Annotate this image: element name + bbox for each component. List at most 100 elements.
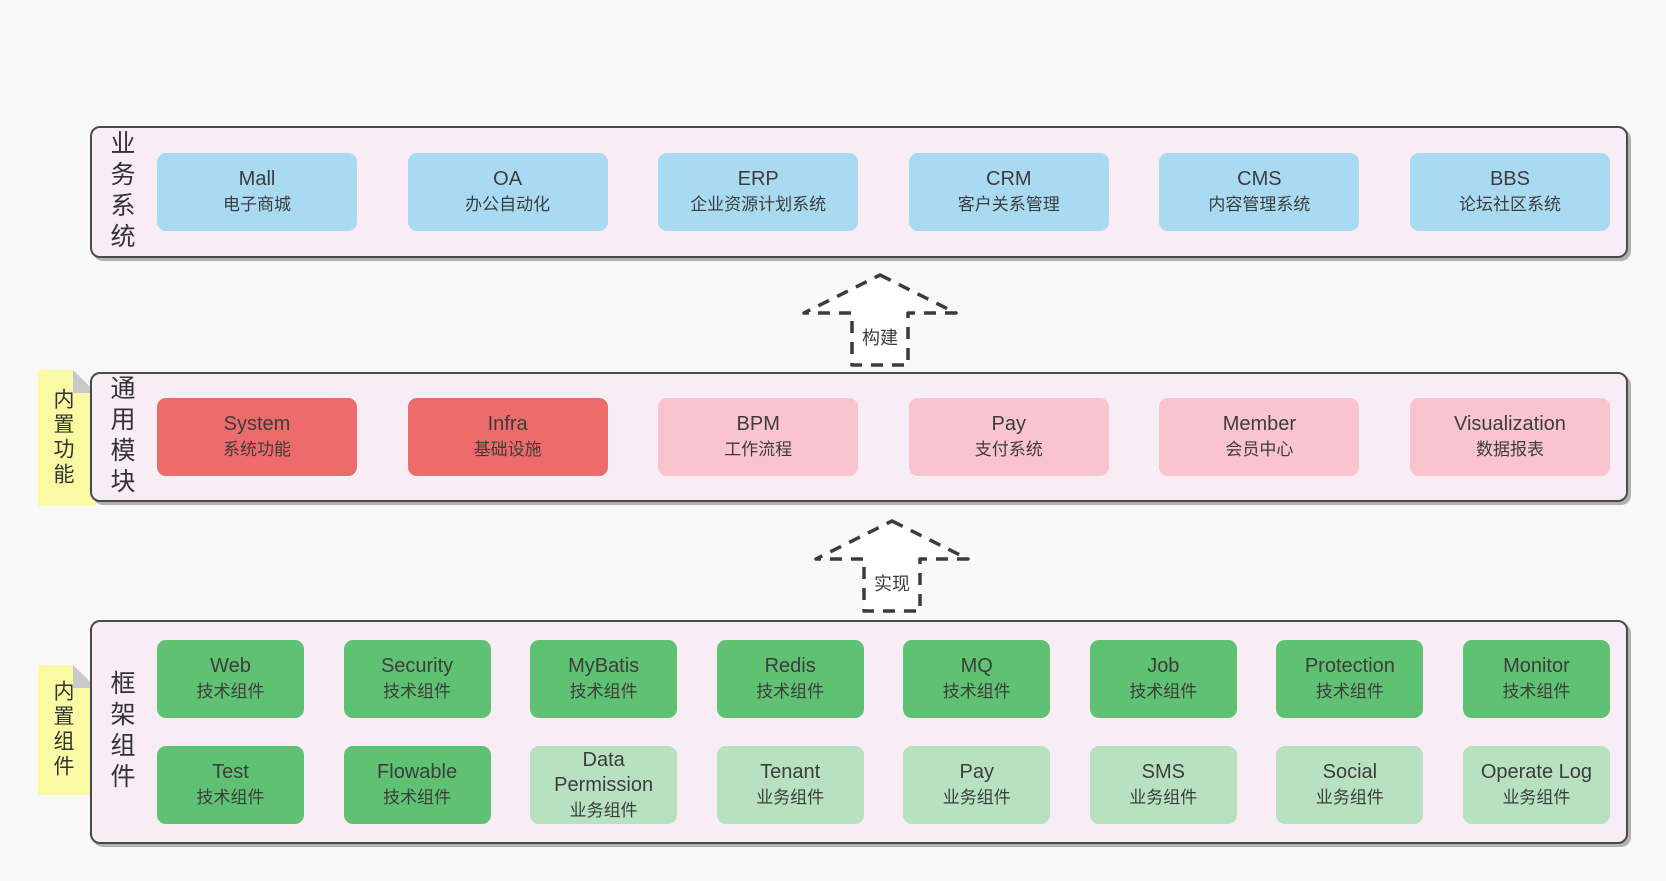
panel-common-modules: 通用模块 System 系统功能 Infra 基础设施 BPM 工作流程 Pay… bbox=[90, 372, 1628, 502]
box-title: Flowable bbox=[377, 761, 458, 783]
box-title: ERP bbox=[737, 168, 779, 190]
modules-box-row: System 系统功能 Infra 基础设施 BPM 工作流程 Pay 支付系统… bbox=[137, 398, 1626, 476]
build-arrow-label: 构建 bbox=[860, 324, 900, 350]
business-box-row: Mall 电子商城 OA 办公自动化 ERP 企业资源计划系统 CRM 客户关系… bbox=[137, 153, 1626, 231]
box-subtitle: 基础设施 bbox=[473, 440, 542, 459]
panel-label-common-modules: 通用模块 bbox=[107, 375, 135, 499]
box-cms: CMS 内容管理系统 bbox=[1159, 153, 1360, 231]
box-erp: ERP 企业资源计划系统 bbox=[658, 153, 859, 231]
box-data-permission: Data Permission 业务组件 bbox=[530, 746, 678, 824]
sticky-note-builtin-components: 内置组件 bbox=[38, 665, 96, 795]
components-row-1: Web 技术组件 Security 技术组件 MyBatis 技术组件 Redi… bbox=[157, 640, 1610, 718]
box-tenant: Tenant 业务组件 bbox=[716, 746, 864, 824]
box-subtitle: 业务组件 bbox=[1502, 788, 1571, 807]
box-title: Visualization bbox=[1454, 413, 1566, 435]
box-subtitle: 技术组件 bbox=[942, 682, 1011, 701]
box-security: Security 技术组件 bbox=[343, 640, 491, 718]
box-pay-module: Pay 支付系统 bbox=[908, 398, 1109, 476]
box-title: Web bbox=[210, 655, 251, 677]
box-subtitle: 业务组件 bbox=[569, 800, 638, 820]
box-monitor: Monitor 技术组件 bbox=[1462, 640, 1610, 718]
box-subtitle: 电子商城 bbox=[223, 195, 291, 214]
box-subtitle: 业务组件 bbox=[1315, 788, 1384, 807]
box-subtitle: 业务组件 bbox=[756, 788, 825, 807]
box-title: MQ bbox=[960, 655, 993, 677]
box-title: CMS bbox=[1237, 168, 1282, 190]
box-mybatis: MyBatis 技术组件 bbox=[530, 640, 678, 718]
box-sms: SMS 业务组件 bbox=[1089, 746, 1237, 824]
components-grid: Web 技术组件 Security 技术组件 MyBatis 技术组件 Redi… bbox=[137, 640, 1626, 824]
box-title: Pay bbox=[991, 413, 1027, 435]
up-block-arrow-icon bbox=[814, 519, 970, 613]
box-subtitle: 技术组件 bbox=[1315, 682, 1384, 701]
implement-arrow: 实现 bbox=[810, 518, 974, 614]
box-visualization: Visualization 数据报表 bbox=[1409, 398, 1610, 476]
box-subtitle: 客户关系管理 bbox=[957, 195, 1060, 214]
box-subtitle: 支付系统 bbox=[974, 440, 1043, 459]
box-title: Tenant bbox=[760, 761, 821, 783]
box-mq: MQ 技术组件 bbox=[903, 640, 1051, 718]
box-subtitle: 技术组件 bbox=[383, 682, 452, 701]
box-subtitle: 技术组件 bbox=[1502, 682, 1571, 701]
box-title: Mall bbox=[238, 168, 276, 190]
box-title: Monitor bbox=[1503, 655, 1570, 677]
box-job: Job 技术组件 bbox=[1089, 640, 1237, 718]
box-title: Pay bbox=[959, 761, 994, 783]
box-subtitle: 业务组件 bbox=[942, 788, 1011, 807]
box-social: Social 业务组件 bbox=[1276, 746, 1424, 824]
box-title: BPM bbox=[736, 413, 780, 435]
box-oa: OA 办公自动化 bbox=[407, 153, 608, 231]
box-title: SMS bbox=[1141, 761, 1185, 783]
sticky-note-builtin-features: 内置功能 bbox=[38, 370, 96, 506]
box-title: Infra bbox=[487, 413, 528, 435]
box-subtitle: 技术组件 bbox=[196, 788, 265, 807]
up-block-arrow-icon bbox=[802, 273, 958, 367]
implement-arrow-label: 实现 bbox=[872, 570, 912, 596]
box-subtitle: 技术组件 bbox=[196, 682, 265, 701]
box-title: CRM bbox=[986, 168, 1032, 190]
box-subtitle: 办公自动化 bbox=[465, 195, 551, 214]
box-operate-log: Operate Log 业务组件 bbox=[1462, 746, 1610, 824]
box-subtitle: 数据报表 bbox=[1475, 440, 1544, 459]
panel-label-framework-components: 框架组件 bbox=[107, 670, 135, 794]
box-subtitle: 技术组件 bbox=[1129, 682, 1198, 701]
box-redis: Redis 技术组件 bbox=[716, 640, 864, 718]
box-protection: Protection 技术组件 bbox=[1276, 640, 1424, 718]
box-title: Operate Log bbox=[1480, 761, 1593, 783]
box-title: Member bbox=[1222, 413, 1297, 435]
box-member: Member 会员中心 bbox=[1159, 398, 1360, 476]
box-subtitle: 系统功能 bbox=[223, 440, 291, 459]
box-subtitle: 业务组件 bbox=[1129, 788, 1198, 807]
box-bbs: BBS 论坛社区系统 bbox=[1409, 153, 1610, 231]
box-test: Test 技术组件 bbox=[157, 746, 304, 824]
box-title: Social bbox=[1322, 761, 1378, 783]
box-title: OA bbox=[493, 168, 523, 190]
panel-business-systems: 业务系统 Mall 电子商城 OA 办公自动化 ERP 企业资源计划系统 CRM… bbox=[90, 126, 1628, 258]
panel-framework-components: 框架组件 Web 技术组件 Security 技术组件 MyBatis 技术组件… bbox=[90, 620, 1628, 844]
box-title: Test bbox=[212, 761, 249, 783]
box-subtitle: 会员中心 bbox=[1225, 440, 1294, 459]
box-title: System bbox=[223, 413, 291, 435]
box-infra: Infra 基础设施 bbox=[407, 398, 608, 476]
box-title: BBS bbox=[1489, 168, 1530, 190]
box-crm: CRM 客户关系管理 bbox=[908, 153, 1109, 231]
box-mall: Mall 电子商城 bbox=[157, 153, 357, 231]
box-system: System 系统功能 bbox=[157, 398, 357, 476]
box-title: Redis bbox=[764, 655, 816, 677]
box-title: Job bbox=[1147, 655, 1180, 677]
box-subtitle: 内容管理系统 bbox=[1208, 195, 1311, 214]
panel-label-business-systems: 业务系统 bbox=[107, 130, 135, 254]
box-bpm: BPM 工作流程 bbox=[658, 398, 859, 476]
sticky-note-label: 内置功能 bbox=[51, 388, 74, 488]
box-subtitle: 企业资源计划系统 bbox=[690, 195, 827, 214]
box-subtitle: 技术组件 bbox=[756, 682, 825, 701]
components-row-2: Test 技术组件 Flowable 技术组件 Data Permission … bbox=[157, 746, 1610, 824]
sticky-note-label: 内置组件 bbox=[51, 680, 74, 780]
build-arrow: 构建 bbox=[798, 272, 962, 368]
box-title: Data Permission bbox=[554, 748, 654, 796]
box-title: MyBatis bbox=[568, 655, 640, 677]
box-title: Security bbox=[380, 655, 454, 677]
box-subtitle: 工作流程 bbox=[724, 440, 793, 459]
box-flowable: Flowable 技术组件 bbox=[343, 746, 491, 824]
